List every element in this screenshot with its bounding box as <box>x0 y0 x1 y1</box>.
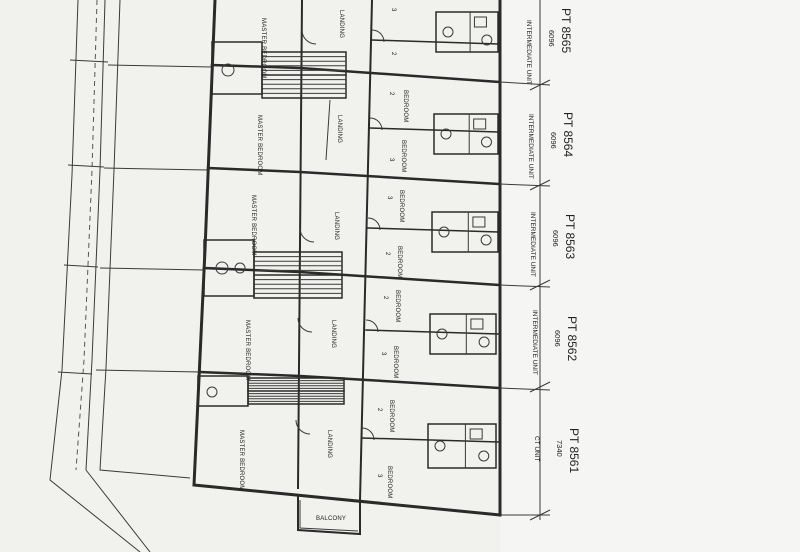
toilet-fixture <box>436 328 448 340</box>
basin-fixture <box>473 118 487 130</box>
room-labels: MASTER BEDROOM MASTER BEDROOM MASTER BED… <box>238 8 408 522</box>
landing-label: LANDING <box>330 320 336 348</box>
landing-label: LANDING <box>326 430 332 458</box>
bedroom-number: 2 <box>384 252 390 256</box>
bedroom-label: BEDROOM <box>398 190 404 222</box>
site-boundary <box>49 0 151 552</box>
bedroom-label: BEDROOM <box>394 290 400 322</box>
landing-label: LANDING <box>338 10 344 38</box>
basin-fixture <box>470 318 484 330</box>
door-swings <box>295 29 385 441</box>
bedroom-number: 2 <box>390 52 396 56</box>
toilet-fixture <box>438 226 450 238</box>
bedroom-label: BEDROOM <box>396 246 402 278</box>
building-outline <box>192 0 502 536</box>
bedroom-number: 3 <box>386 196 392 200</box>
ensuite-outline <box>431 211 499 253</box>
shower-fixture <box>478 336 490 348</box>
unit-type-label: INTERMEDIATE UNIT <box>529 212 536 277</box>
stair-bathrooms <box>197 41 263 407</box>
dimension-line <box>499 0 551 521</box>
basin-fixture <box>472 216 486 228</box>
bedroom-label: BEDROOM <box>400 140 406 172</box>
unit-width-label: 6096 <box>551 230 560 247</box>
ensuite-outline <box>427 423 497 469</box>
toilet-fixture <box>434 440 446 452</box>
ensuite-outline <box>429 313 497 355</box>
bedroom-label: BEDROOM <box>388 400 394 432</box>
bedroom-label: BEDROOM <box>402 90 408 122</box>
bedroom-number: 3 <box>380 352 386 356</box>
unit-type-label: INTERMEDIATE UNIT <box>527 114 534 179</box>
ensuite-bathrooms <box>427 11 499 469</box>
master-bedroom-label: MASTER BEDROOM <box>260 18 266 78</box>
unit-pt-label: PT 8564 <box>561 112 575 157</box>
paper-margin <box>500 0 800 552</box>
bedroom-label: BEDROOM <box>392 346 398 378</box>
shower-fixture <box>480 234 492 246</box>
bedroom-number: 3 <box>388 158 394 162</box>
master-bedroom-label: MASTER BEDROOM <box>244 320 250 380</box>
toilet-fixture <box>442 26 454 38</box>
unit-labels: PT 8565 6096 INTERMEDIATE UNIT PT 8564 6… <box>525 8 581 473</box>
unit-pt-label: PT 8565 <box>559 8 573 53</box>
toilet-fixture <box>440 128 452 140</box>
basin-fixture <box>473 16 487 28</box>
master-bedroom-label: MASTER BEDROOM <box>256 115 262 175</box>
bedroom-number: 2 <box>382 296 388 300</box>
unit-width-label: 6096 <box>547 30 556 47</box>
bedroom-number: 3 <box>390 8 396 12</box>
unit-pt-label: PT 8561 <box>567 428 581 473</box>
unit-width-label: 6096 <box>549 132 558 149</box>
front-yards <box>95 0 213 479</box>
ensuite-outline <box>435 11 499 53</box>
shower-fixture <box>481 34 493 46</box>
master-bedroom-label: MASTER BEDROOM <box>250 195 256 255</box>
basin-fixture <box>469 428 483 440</box>
unit-type-label: INTERMEDIATE UNIT <box>525 20 532 85</box>
master-bedroom-label: MASTER BEDROOM <box>238 430 244 490</box>
balcony-label: BALCONY <box>316 516 346 522</box>
bedroom-number: 2 <box>388 92 394 96</box>
unit-width-label: 6096 <box>553 330 562 347</box>
bedroom-number: 2 <box>376 408 382 412</box>
bedroom-number: 3 <box>376 474 382 478</box>
unit-type-label: INTERMEDIATE UNIT <box>531 310 538 375</box>
staircases <box>247 51 347 405</box>
unit-pt-label: PT 8562 <box>565 316 579 361</box>
unit-pt-label: PT 8563 <box>563 214 577 259</box>
ensuite-outline <box>433 113 499 155</box>
bedroom-label: BEDROOM <box>386 466 392 498</box>
unit-width-label: 7340 <box>555 440 564 457</box>
landing-label: LANDING <box>336 115 342 143</box>
landing-label: LANDING <box>333 212 339 240</box>
shower-fixture <box>478 450 490 462</box>
shower-fixture <box>480 136 492 148</box>
unit-type-label: CT UNIT <box>533 436 540 462</box>
